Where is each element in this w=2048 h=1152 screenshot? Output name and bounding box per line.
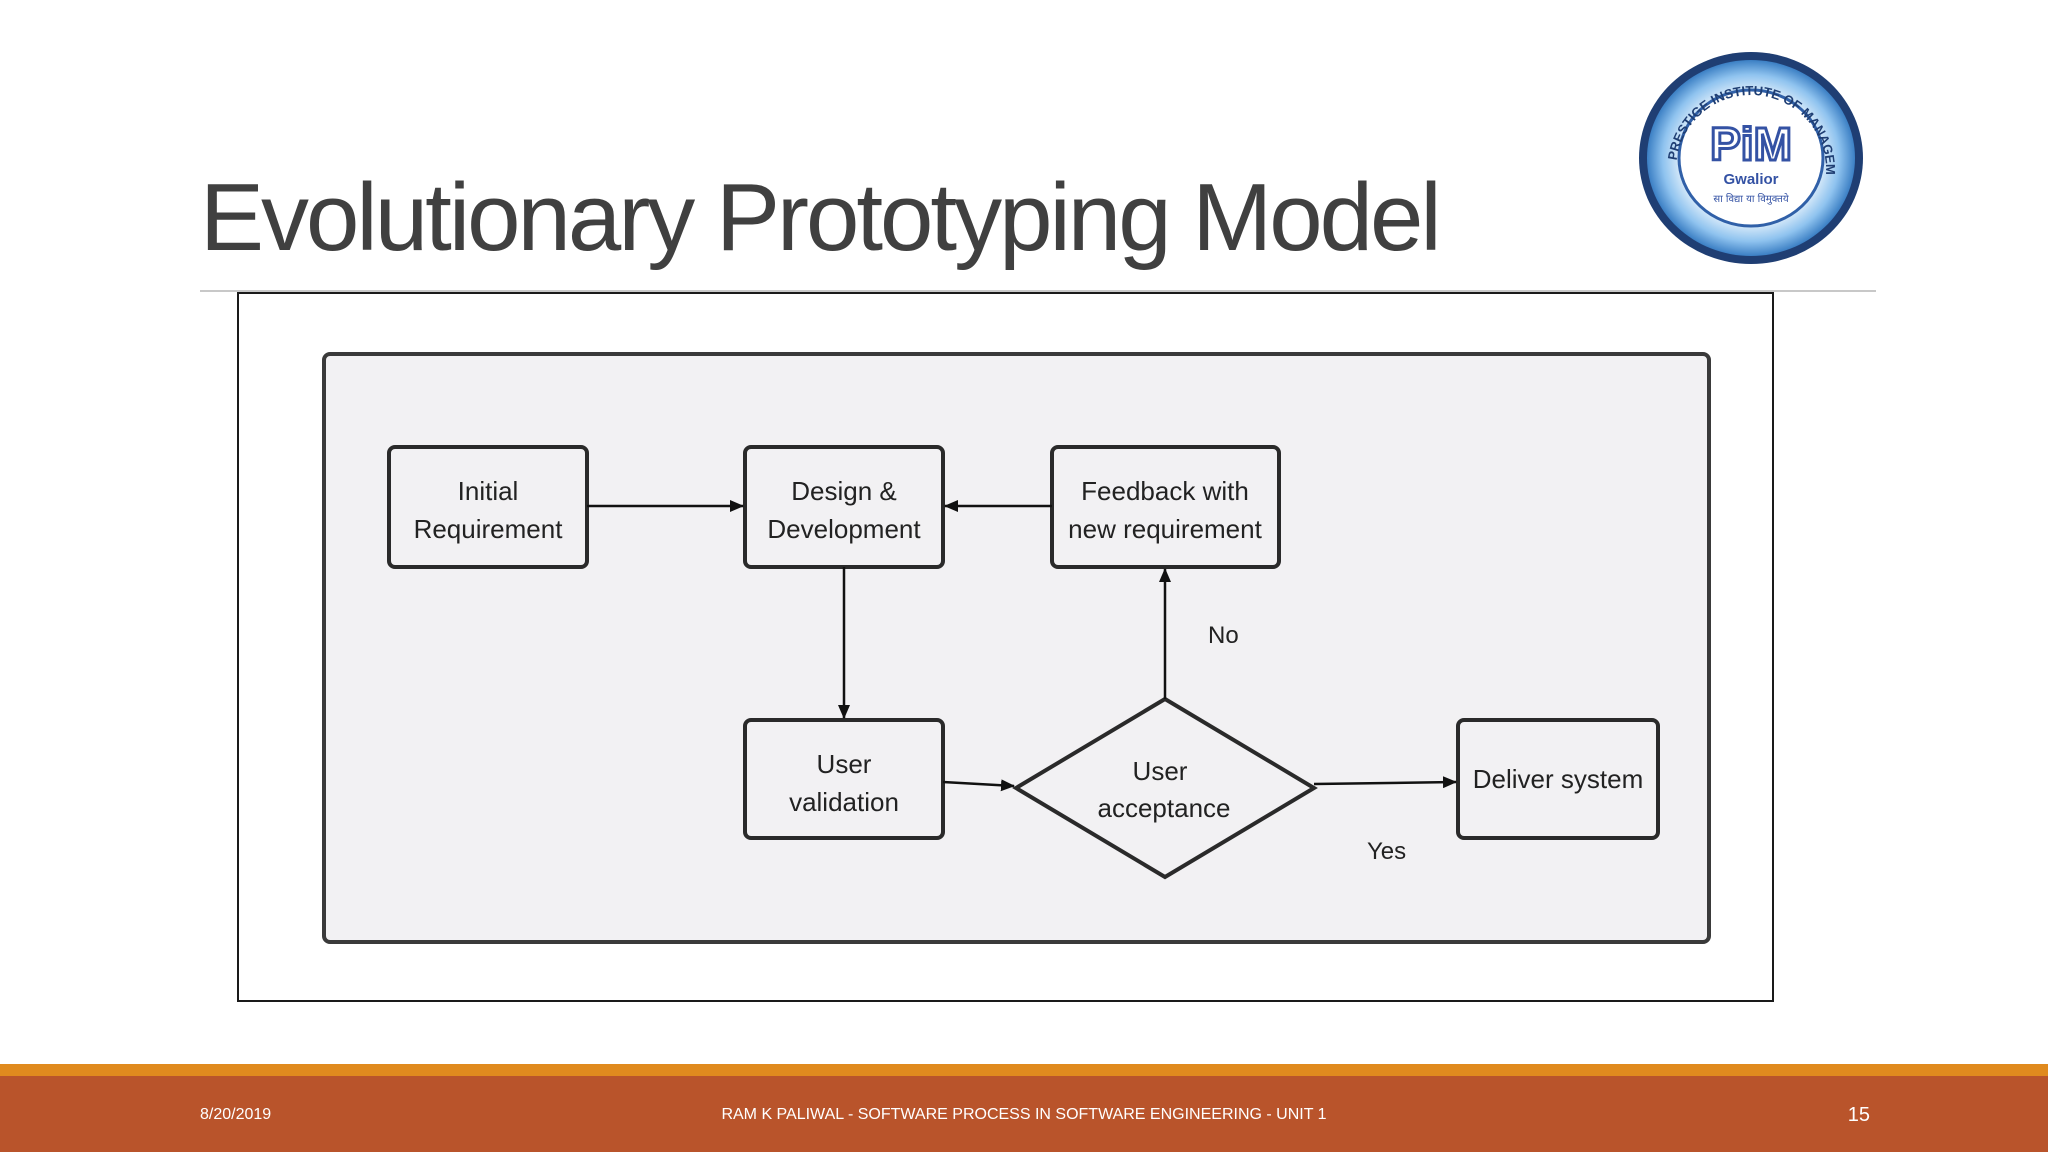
prototyping-flowchart: Initial Requirement Design & Development… (322, 352, 1711, 944)
footer-date: 8/20/2019 (200, 1106, 272, 1123)
logo-motto: सा विद्या या विमुक्तये (1713, 193, 1789, 205)
svg-text:Initial: Initial (458, 476, 519, 506)
diagram-panel (322, 352, 1711, 944)
title-divider (200, 290, 1876, 292)
footer-title: RAM K PALIWAL - SOFTWARE PROCESS IN SOFT… (721, 1106, 1327, 1123)
node-design-development: Design & Development (743, 445, 945, 569)
edge-label-no: No (1208, 622, 1239, 649)
node-initial-requirement: Initial Requirement (387, 445, 589, 569)
node-deliver-system: Deliver system (1456, 718, 1660, 840)
page-number: 15 (1847, 1104, 1870, 1126)
svg-text:Deliver system: Deliver system (1473, 764, 1643, 794)
footer-accent-stripe (0, 1064, 2048, 1076)
slide-title: Evolutionary Prototyping Model (200, 164, 1442, 271)
svg-text:acceptance: acceptance (1098, 793, 1231, 823)
node-user-acceptance: User acceptance (1012, 696, 1318, 880)
svg-text:validation: validation (789, 787, 899, 817)
svg-text:User: User (1133, 756, 1188, 786)
svg-text:Design &: Design & (791, 476, 897, 506)
institute-logo: PRESTIGE INSTITUTE OF MANAGEMENT PiM Gwa… (1636, 50, 1863, 264)
logo-city: Gwalior (1723, 171, 1778, 188)
node-user-validation: User validation (743, 718, 945, 840)
svg-text:Development: Development (767, 514, 921, 544)
edge-validation-to-acceptance (942, 779, 1015, 792)
slide-footer: 8/20/2019 RAM K PALIWAL - SOFTWARE PROCE… (0, 1076, 2048, 1152)
logo-monogram: PiM (1710, 118, 1792, 170)
edge-acceptance-to-deliver (1313, 776, 1457, 789)
node-feedback: Feedback with new requirement (1050, 445, 1281, 569)
svg-text:new requirement: new requirement (1068, 514, 1262, 544)
diagram-frame: Initial Requirement Design & Development… (237, 292, 1774, 1002)
svg-text:Feedback with: Feedback with (1081, 476, 1249, 506)
svg-text:Requirement: Requirement (414, 514, 564, 544)
edge-label-yes: Yes (1367, 838, 1406, 865)
svg-text:User: User (817, 749, 872, 779)
